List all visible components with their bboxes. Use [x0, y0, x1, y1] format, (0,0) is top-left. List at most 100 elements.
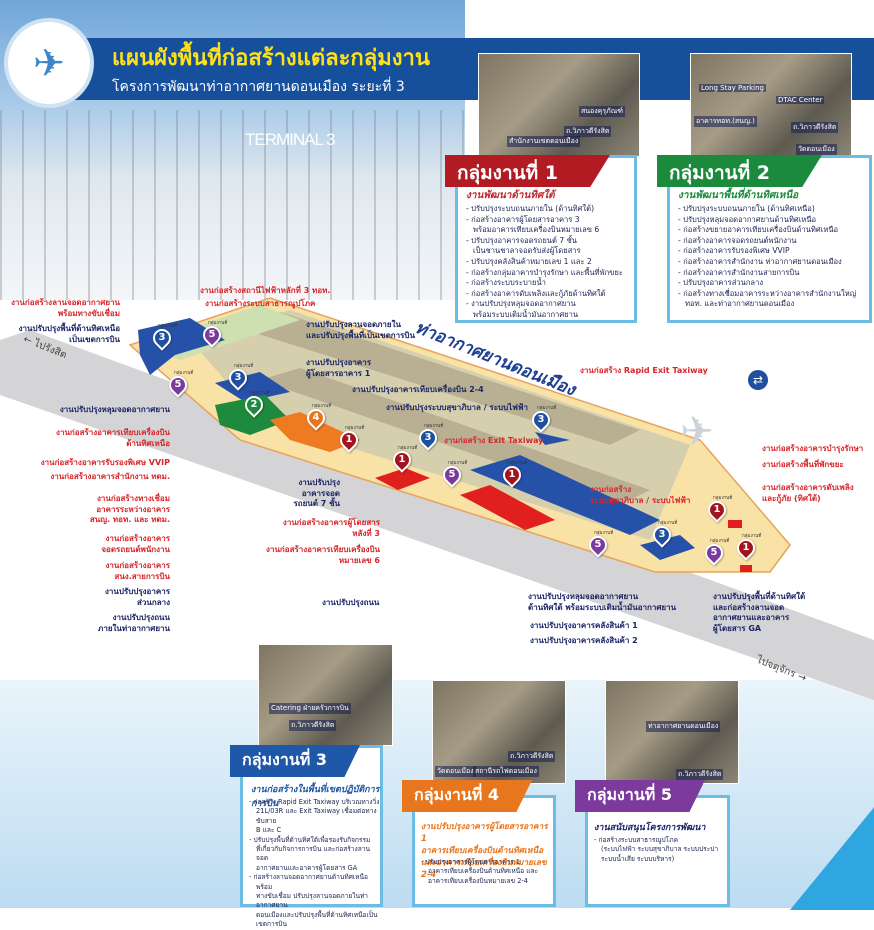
airport-logo-icon: ✈	[4, 18, 94, 108]
work-item: ก่อสร้างอาคารสำนักงาน ท่าอากาศยานดอนเมือ…	[678, 257, 856, 268]
group5-items: ก่อสร้างระบบสาธารณูปโภค (ระบบไฟฟ้า ระบบส…	[594, 836, 718, 864]
map-label: งานก่อสร้างอาคารดับเพลิง และกู้ภัย (ทิศใ…	[762, 483, 854, 503]
photo-label: สนองคุรุภัณฑ์	[579, 106, 626, 117]
work-item: ก่อสร้างอาคารผู้โดยสารอาคาร 3 พร้อมอาคาร…	[466, 215, 623, 236]
group5-photo: ท่าอากาศยานดอนเมือง ถ.วิภาวดีรังสิต	[605, 680, 739, 784]
pin-number: 5	[710, 547, 718, 558]
work-item: ปรับปรุงพื้นที่ด้านทิศใต้เพื่อรองรับกิจก…	[249, 836, 380, 874]
photo-label: อาคารทอท.(สนญ.)	[694, 116, 757, 127]
map-label: งานปรับปรุงหลุมจอดอากาศยาน	[59, 405, 170, 414]
group1-items: ปรับปรุงระบบถนนภายใน (ด้านทิศใต้)ก่อสร้า…	[466, 204, 623, 321]
group4-photo: วัดดอนเมือง สถานีรถไฟดอนเมือง ถ.วิภาวดีร…	[432, 680, 566, 784]
map-label: งานก่อสร้างอาคารเทียบเครื่องบิน หมายเลข …	[266, 545, 380, 565]
photo-label: DTAC Center	[776, 96, 825, 104]
work-item: ปรับปรุงอาคารจอดรถยนต์ 7 ชั้น เป็นชานชาล…	[466, 236, 623, 257]
pin-number: 5	[448, 469, 456, 480]
map-label: งานปรับปรุงถนน	[322, 598, 380, 607]
group5-card: งานสนับสนุนโครงการพัฒนา ก่อสร้างระบบสาธา…	[585, 795, 730, 907]
group3-title: กลุ่มงานที่ 3	[230, 745, 360, 777]
terminal3-block	[375, 468, 430, 490]
work-item: ปรับปรุงระบบถนนภายใน (ด้านทิศใต้)	[466, 204, 623, 215]
terminal-sign: TERMINAL 3	[245, 130, 336, 149]
map-label: งานปรับปรุงอาคารคลังสินค้า 2	[530, 636, 638, 645]
pin-caption: กลุ่มงานที่	[250, 391, 270, 396]
map-label: งานก่อสร้าง Rapid Exit Taxiway	[580, 366, 708, 375]
pin-caption: กลุ่มงานที่	[345, 426, 365, 431]
group5-title: กลุ่มงานที่ 5	[575, 780, 705, 812]
map-label: งานก่อสร้างอาคารบำรุงรักษา	[762, 444, 864, 453]
photo-label: ถ.วิภาวดีรังสิต	[564, 126, 612, 137]
map-label: งานก่อสร้างสถานีไฟฟ้าหลักที่ 3 ทอท.	[200, 286, 331, 295]
work-item: ก่อสร้างทางเชื่อมอาคารระหว่างอาคารสำนักง…	[678, 289, 856, 310]
pin-number: 1	[742, 542, 750, 553]
pin-number: 5	[208, 329, 216, 340]
work-item: ปรับปรุงอาคารผู้โดยสารอาคาร 1 อาคารเทียบ…	[421, 858, 538, 886]
pin-number: 3	[537, 414, 545, 425]
map-label: งานก่อสร้างอาคารผู้โดยสาร หลังที่ 3	[282, 518, 380, 538]
work-item: ก่อสร้างระบบระบายน้ำ	[466, 278, 623, 289]
pin-number: 3	[658, 529, 666, 540]
pin-number: 5	[594, 539, 602, 550]
work-item: ก่อสร้างขยายอาคารเทียบเครื่องบินด้านทิศเ…	[678, 225, 856, 236]
map-label: งานก่อสร้างอาคาร สนง.สายการบิน	[105, 561, 170, 581]
fire-station	[740, 565, 752, 572]
work-item: ปรับปรุงหลุมจอดอากาศยานด้านทิศเหนือ	[678, 215, 856, 226]
photo-label: ถ.วิภาวดีรังสิต	[508, 751, 556, 762]
group3-items: ก่อสร้าง Rapid Exit Taxiway บริเวณทางวิ่…	[249, 798, 380, 930]
rapid-exit-taxiway	[535, 432, 570, 445]
photo-label: สำนักงานเขตดอนเมือง	[507, 136, 581, 147]
group2-title: กลุ่มงานที่ 2	[657, 155, 822, 187]
photo-label: วัดดอนเมือง	[796, 144, 837, 155]
pin-caption: กลุ่มงานที่	[537, 406, 557, 411]
photo-label: ท่าอากาศยานดอนเมือง	[646, 721, 721, 732]
photo-label: ถ.วิภาวดีรังสิต	[289, 720, 337, 731]
map-label: งานปรับปรุงอาคาร ผู้โดยสารอาคาร 1	[306, 358, 372, 378]
pin-number: 1	[345, 434, 353, 445]
pin-number: 4	[312, 412, 320, 423]
pin-caption: กลุ่มงานที่	[710, 539, 730, 544]
road	[0, 330, 874, 700]
work-item: ปรับปรุงอาคารส่วนกลาง	[678, 278, 856, 289]
pin-caption: กลุ่มงานที่	[424, 424, 444, 429]
pin-caption: กลุ่มงานที่	[398, 446, 418, 451]
pin-caption: กลุ่มงานที่	[174, 371, 194, 376]
map-label: งานก่อสร้างพื้นที่พักขยะ	[762, 460, 844, 469]
group5-subtitle: งานสนับสนุนโครงการพัฒนา	[594, 823, 706, 833]
group2-items: ปรับปรุงระบบถนนภายใน (ด้านทิศเหนือ)ปรับป…	[678, 204, 856, 310]
group4-title: กลุ่มงานที่ 4	[402, 780, 532, 812]
photo-label: สถานีรถไฟดอนเมือง	[473, 766, 539, 777]
pier6-block	[460, 485, 555, 530]
group2-photo: Long Stay Parking DTAC Center อาคารทอท.(…	[690, 53, 852, 157]
map-label: งานปรับปรุงอาคารคลังสินค้า 1	[530, 621, 638, 630]
pin-number: 1	[713, 504, 721, 515]
pin-caption: กลุ่มงานที่	[713, 496, 733, 501]
compass-icon: ⇄	[748, 370, 768, 390]
map-label: งานก่อสร้างลานจอดอากาศยาน พร้อมทางขับเชื…	[10, 298, 120, 318]
photo-label: ถ.วิภาวดีรังสิต	[676, 769, 724, 780]
map-label: งานปรับปรุงพื้นที่ด้านทิศใต้ และก่อสร้าง…	[713, 592, 806, 633]
map-label: งานก่อสร้างอาคารเทียบเครื่องบิน ด้านทิศเ…	[56, 428, 170, 448]
terminal-facade	[0, 110, 465, 300]
map-label: งานปรับปรุงถนน ภายในท่าอากาศยาน	[98, 613, 170, 633]
work-item: ปรับปรุงคลังสินค้าหมายเลข 1 และ 2	[466, 257, 623, 268]
pin-number: 3	[424, 432, 432, 443]
work-item: ก่อสร้างกลุ่มอาคารบำรุงรักษา และพื้นที่พ…	[466, 268, 623, 279]
pin-caption: กลุ่มงานที่	[312, 404, 332, 409]
pin-number: 5	[174, 379, 182, 390]
map-label: งานปรับปรุงอาคาร ส่วนกลาง	[104, 587, 170, 607]
group2-subtitle: งานพัฒนาพื้นที่ด้านทิศเหนือ	[678, 190, 799, 201]
work-item: ก่อสร้าง Rapid Exit Taxiway บริเวณทางวิ่…	[249, 798, 380, 836]
map-label: งานก่อสร้างทางเชื่อม อาคารระหว่างอาคาร ส…	[89, 494, 170, 524]
map-label: งานปรับปรุงอาคารเทียบเครื่องบิน 2-4	[352, 385, 484, 394]
map-label: งานปรับปรุงระบบสุขาภิบาล / ระบบไฟฟ้า	[386, 403, 529, 412]
photo-label: Catering ฝ่ายครัวการบิน	[269, 703, 351, 714]
work-item: ก่อสร้างลานจอดอากาศยานด้านทิศเหนือ พร้อม…	[249, 873, 380, 929]
pin-caption: กลุ่มงานที่	[508, 461, 528, 466]
map-label: งานก่อสร้าง Exit Taxiway	[444, 436, 544, 445]
work-item: ปรับปรุงระบบถนนภายใน (ด้านทิศเหนือ)	[678, 204, 856, 215]
group1-title: กลุ่มงานที่ 1	[445, 155, 610, 187]
map-label: งานปรับปรุงลานจอดภายใน และปรับปรุงพื้นที…	[306, 320, 415, 340]
group4-items: ปรับปรุงอาคารผู้โดยสารอาคาร 1 อาคารเทียบ…	[421, 858, 538, 886]
work-item: ก่อสร้างอาคารดับเพลิงและกู้ภัยด้านทิศใต้	[466, 289, 623, 300]
group4-pier	[270, 412, 360, 452]
